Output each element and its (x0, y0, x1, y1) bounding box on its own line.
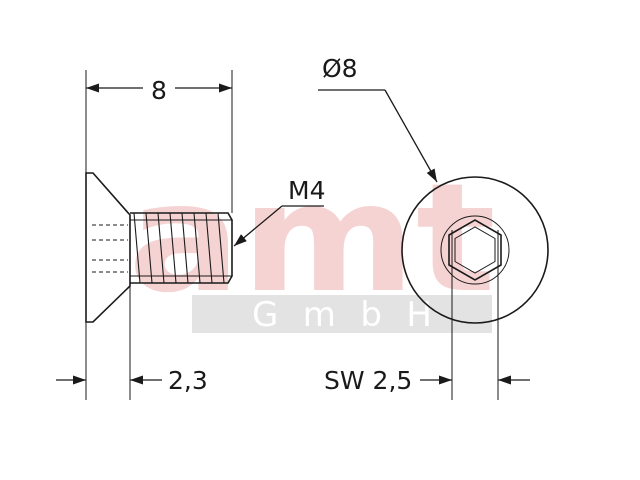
socket-size-label: SW 2,5 (324, 366, 412, 395)
length-dimension: 8 (85, 70, 233, 213)
socket-recess-circle (440, 215, 510, 285)
diameter-label: Ø8 (322, 54, 358, 83)
screw-side-view (85, 172, 233, 323)
hex-socket-outer (448, 219, 502, 281)
thread-callout: M4 (233, 176, 325, 247)
hex-socket-inner (454, 226, 496, 274)
socket-size-dimension: SW 2,5 (324, 230, 530, 400)
thread-label: M4 (288, 176, 325, 205)
head-outline-circle (401, 176, 549, 324)
head-height-label: 2,3 (168, 366, 208, 395)
diameter-leader-arrow (384, 89, 438, 183)
length-label: 8 (151, 76, 167, 105)
screw-top-view (401, 176, 549, 324)
thread-lines (133, 212, 225, 284)
diameter-callout: Ø8 (318, 54, 438, 183)
socket-hidden-lines (92, 224, 128, 273)
watermark-band (192, 295, 492, 333)
head-height-dimension: 2,3 (56, 283, 208, 400)
screw-head (85, 172, 131, 323)
thread-leader-arrow (233, 205, 283, 247)
